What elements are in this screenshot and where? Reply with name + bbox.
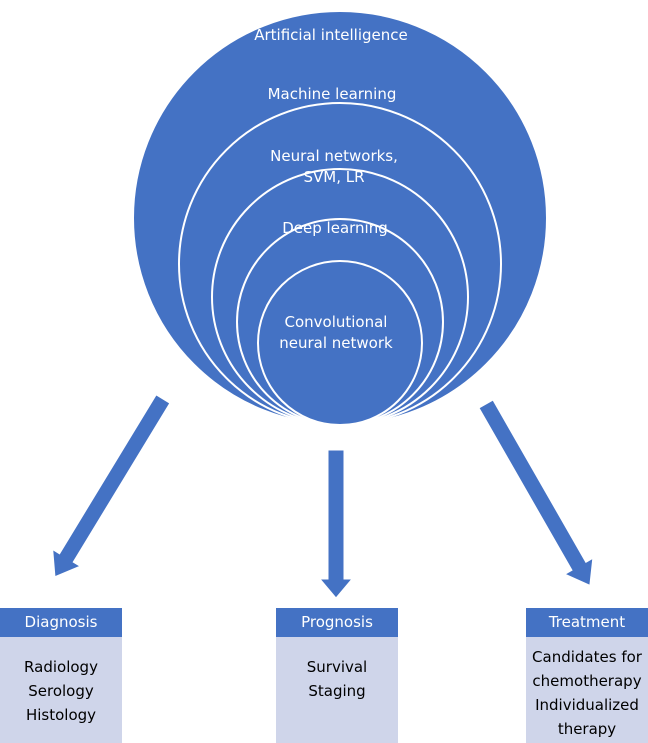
treatment-body: Candidates for chemotherapy Individualiz… [526, 637, 648, 743]
treatment-title: Treatment [526, 608, 648, 637]
prognosis-title: Prognosis [276, 608, 398, 637]
arrow-to-prognosis [318, 449, 354, 599]
treatment-item: chemotherapy [532, 672, 642, 690]
diagnosis-box: Diagnosis Radiology Serology Histology [0, 608, 122, 743]
diagnosis-item: Serology [28, 682, 94, 700]
arrow-to-treatment [478, 399, 594, 587]
treatment-box: Treatment Candidates for chemotherapy In… [526, 608, 648, 743]
treatment-item: therapy [557, 720, 617, 738]
prognosis-body: Survival Staging [276, 637, 398, 743]
label-artificial-intelligence: Artificial intelligence [254, 26, 408, 44]
prognosis-box: Prognosis Survival Staging [276, 608, 398, 743]
treatment-item: Individualized [535, 696, 639, 714]
prognosis-item: Survival [306, 658, 368, 676]
circle-convolutional-neural-network [257, 260, 423, 426]
prognosis-item: Staging [308, 682, 366, 700]
arrow-to-diagnosis [52, 394, 171, 578]
label-deep-learning: Deep learning [282, 219, 388, 237]
diagnosis-item: Histology [25, 706, 97, 724]
label-neural-networks-line1: Neural networks, [270, 147, 398, 165]
diagnosis-title: Diagnosis [0, 608, 122, 637]
label-cnn-line2: neural network [279, 334, 393, 352]
label-machine-learning: Machine learning [268, 85, 397, 103]
treatment-item: Candidates for [532, 648, 642, 666]
label-cnn-line1: Convolutional [285, 313, 388, 331]
diagnosis-item: Radiology [24, 658, 98, 676]
diagnosis-body: Radiology Serology Histology [0, 637, 122, 743]
label-neural-networks-line2: SVM, LR [303, 168, 364, 186]
